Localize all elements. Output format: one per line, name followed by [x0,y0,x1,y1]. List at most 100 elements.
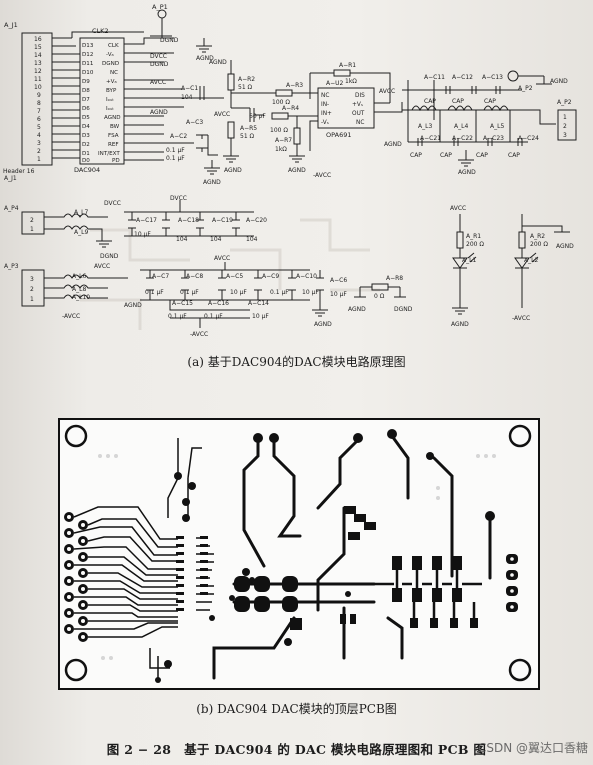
svg-text:CAP: CAP [440,152,452,159]
svg-text:A_L6: A_L6 [72,273,86,280]
svg-text:CLK: CLK [108,43,119,49]
avcc-decoupling [140,262,328,328]
p1-agnd: AGND [196,38,214,62]
svg-text:0 Ω: 0 Ω [374,293,385,300]
svg-text:0.1 μF: 0.1 μF [180,289,199,296]
svg-text:AGND: AGND [209,59,227,66]
c1-label: A−C1 [181,85,198,92]
inductor-pads [234,576,302,630]
svg-text:D2: D2 [82,142,90,148]
svg-text:AVCC: AVCC [379,88,395,95]
svg-text:AGND: AGND [150,109,168,116]
filter-traces [374,570,482,618]
svg-text:FSA: FSA [108,133,119,139]
svg-text:10 μF: 10 μF [330,291,347,298]
svg-text:200 Ω: 200 Ω [466,241,484,248]
svg-text:+Vₐ: +Vₐ [106,79,117,85]
svg-text:DVCC: DVCC [104,200,121,207]
p2-port-icon [507,70,519,82]
svg-text:4: 4 [37,132,41,139]
svg-text:A−C11: A−C11 [424,74,445,81]
svg-text:7: 7 [37,108,41,115]
filter-smd-pads [340,556,478,628]
svg-text:6: 6 [37,116,41,123]
svg-text:Iₒᵤₜ: Iₒᵤₜ [106,106,114,112]
svg-text:16: 16 [34,36,42,43]
dac-net-labels: DGND DVCC DGND AVCC AGND [150,37,179,116]
svg-text:A_L9: A_L9 [74,229,88,236]
svg-text:12: 12 [34,68,42,75]
svg-text:D1: D1 [82,151,90,157]
svg-text:10 μF: 10 μF [252,313,269,320]
svg-text:AGND: AGND [203,179,221,186]
svg-text:2: 2 [563,123,567,130]
svg-text:0.1 μF: 0.1 μF [270,289,289,296]
dac904-schematic: A_P1 A_J1 Header 16 A_J1 16 15 14 13 12 … [3,3,577,338]
svg-text:200 Ω: 200 Ω [530,241,548,248]
svg-text:D8: D8 [82,88,90,94]
svg-text:2: 2 [30,217,34,224]
j1-to-dac-bus [52,31,144,159]
svg-text:D13: D13 [82,43,94,49]
svg-text:0.1 μF: 0.1 μF [166,147,185,154]
mounting-holes [64,424,532,682]
dac-left-pins: D13 D12 D11 D10 D9 D8 D7 D6 D5 D4 D3 D2 … [82,43,94,164]
svg-text:A−C23: A−C23 [483,135,504,142]
dac-model: DAC904 [74,166,100,174]
svg-text:DIS: DIS [355,93,365,99]
svg-text:104: 104 [246,236,258,243]
svg-text:13: 13 [34,60,42,67]
c1-value: 104 [181,94,193,101]
svg-text:A−C9: A−C9 [262,273,279,280]
p1-port-icon [157,9,167,19]
svg-text:0.1 μF: 0.1 μF [204,313,223,320]
svg-text:2: 2 [37,148,41,155]
svg-text:-AVCC: -AVCC [512,315,530,322]
opa691-ic [317,87,375,129]
svg-text:D4: D4 [82,124,90,130]
svg-text:A_P2: A_P2 [557,99,572,106]
svg-text:AGND: AGND [550,78,568,85]
svg-text:IN-: IN- [321,102,329,108]
svg-text:D5: D5 [82,115,90,121]
svg-text:A−R7: A−R7 [275,137,292,144]
svg-text:0.1 μF: 0.1 μF [145,289,164,296]
svg-text:BYP: BYP [106,88,117,94]
svg-text:-Vₛ: -Vₛ [321,120,329,126]
j1-model: Header 16 [3,168,35,175]
svg-text:NC: NC [110,70,118,76]
svg-text:A−C24: A−C24 [518,135,539,142]
svg-text:DVCC: DVCC [170,195,187,202]
svg-text:DGND: DGND [102,61,119,67]
svg-text:A−C10: A−C10 [296,273,317,280]
svg-text:2: 2 [30,286,34,293]
svg-text:AGND: AGND [224,167,242,174]
svg-text:0.1 μF: 0.1 μF [168,313,187,320]
svg-text:A−C3: A−C3 [186,119,203,126]
svg-text:A_J1: A_J1 [4,175,17,182]
svg-text:A−R1: A−R1 [339,62,356,69]
svg-text:AGND: AGND [288,167,306,174]
svg-text:CAP: CAP [476,152,488,159]
svg-text:A−C2: A−C2 [170,133,187,140]
r4-resistor [271,112,289,120]
svg-text:A−R5: A−R5 [240,125,257,132]
svg-text:PD: PD [112,158,120,164]
svg-text:D10: D10 [82,70,94,76]
svg-text:51 Ω: 51 Ω [238,84,253,91]
svg-text:A_L4: A_L4 [454,123,468,130]
svg-text:DGND: DGND [150,61,169,68]
dac-footprint-pads [155,472,351,683]
svg-text:BW: BW [110,124,120,130]
svg-text:AGND: AGND [348,306,366,313]
svg-text:10 μF: 10 μF [134,231,151,238]
svg-text:0.1 μF: 0.1 μF [166,155,185,162]
svg-text:AGND: AGND [556,243,574,250]
svg-text:A−U2: A−U2 [326,80,344,87]
svg-text:A−R4: A−R4 [282,105,299,112]
svg-text:+Vₛ: +Vₛ [352,102,363,108]
rf-pads [242,429,495,583]
svg-text:AVCC: AVCC [450,205,466,212]
svg-text:10 μF: 10 μF [230,289,247,296]
svg-text:-Vₐ: -Vₐ [106,52,114,58]
